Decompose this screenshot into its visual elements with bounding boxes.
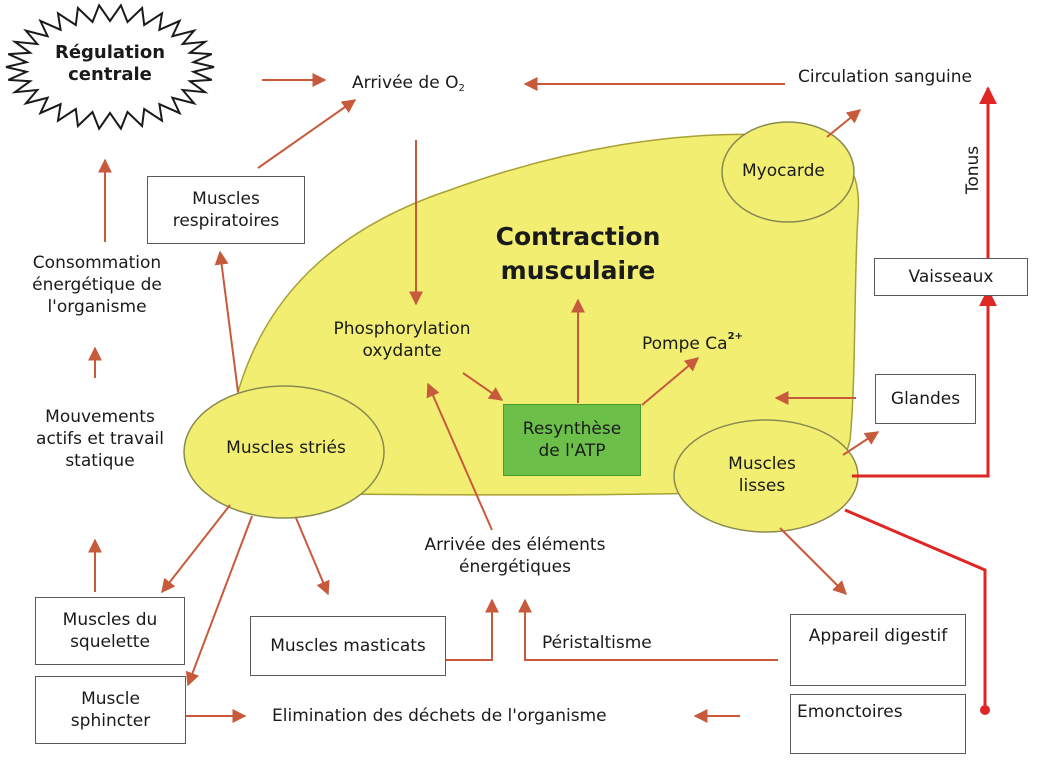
muscles-stries-ellipse bbox=[183, 385, 385, 519]
lisses-to-emonctoires bbox=[844, 508, 987, 708]
elimination-label: Elimination des déchets de l'organisme bbox=[272, 706, 607, 726]
pompe-ca-text: Pompe Ca bbox=[642, 334, 728, 354]
muscles-lisses-label: Muscles lisses bbox=[712, 453, 812, 497]
arrow-lisses-to-digestif bbox=[779, 527, 847, 595]
vaisseaux-text: Vaisseaux bbox=[908, 267, 994, 287]
resynthese-box: Resynthèse de l'ATP bbox=[503, 404, 641, 476]
glandes-box: Glandes bbox=[875, 374, 976, 424]
masticats-text: Muscles masticats bbox=[270, 636, 426, 656]
arrivee-o2-sub: 2 bbox=[458, 83, 465, 94]
glandes-text: Glandes bbox=[890, 389, 961, 409]
pompe-ca-label: Pompe Ca2+ bbox=[642, 326, 743, 355]
consommation-line3: l'organisme bbox=[47, 297, 147, 317]
arrow-resynthese-to-pompe bbox=[641, 357, 700, 406]
arrow-stries-to-sphincter bbox=[185, 515, 253, 687]
regulation-line2: centrale bbox=[68, 64, 152, 85]
arrow-elements-to-phospho bbox=[426, 382, 493, 531]
contraction-line1: Contraction bbox=[495, 222, 661, 251]
resynthese-line2: de l'ATP bbox=[538, 441, 606, 461]
pompe-ca-sup: 2+ bbox=[727, 331, 743, 342]
arrow-stries-to-masticats bbox=[295, 517, 330, 596]
consommation-line2: énergétique de bbox=[32, 275, 162, 295]
phospho-line2: oxydante bbox=[362, 341, 442, 361]
vaisseaux-box: Vaisseaux bbox=[874, 258, 1028, 296]
arrivee-o2-label: Arrivée de O2 bbox=[352, 72, 465, 100]
arrow-stries-to-squelette bbox=[161, 504, 231, 594]
arrow-myocarde-to-circulation bbox=[826, 109, 862, 138]
digestif-text: Appareil digestif bbox=[808, 626, 948, 646]
contraction-label: Contraction musculaire bbox=[478, 220, 678, 288]
sphincter-line1: Muscle bbox=[81, 689, 140, 709]
mouvements-line3: statique bbox=[65, 451, 135, 471]
arrow-respiratoires-to-o2 bbox=[257, 99, 357, 169]
arrow-lisses-to-glandes bbox=[842, 431, 880, 456]
muscles-squelette-box: Muscles du squelette bbox=[35, 597, 185, 665]
emonctoires-box: Emonctoires bbox=[790, 694, 966, 754]
emonctoires-dot bbox=[980, 705, 990, 715]
arrivee-elements-label: Arrivée des éléments énergétiques bbox=[400, 534, 630, 578]
lisses-line1: Muscles bbox=[728, 454, 796, 474]
mouvements-line2: actifs et travail bbox=[36, 429, 164, 449]
muscles-masticats-box: Muscles masticats bbox=[250, 616, 446, 676]
arrow-stries-to-respiratoires bbox=[214, 250, 239, 393]
arrivee-o2-text: Arrivée de O bbox=[352, 73, 459, 93]
respiratoires-line1: Muscles bbox=[192, 189, 260, 209]
consommation-label: Consommation énergétique de l'organisme bbox=[12, 252, 182, 318]
elements-line1: Arrivée des éléments bbox=[424, 535, 606, 555]
squelette-line2: squelette bbox=[70, 632, 150, 652]
appareil-digestif-box: Appareil digestif bbox=[790, 614, 966, 686]
squelette-line1: Muscles du bbox=[62, 610, 158, 630]
resynthese-line1: Resynthèse bbox=[522, 419, 622, 439]
contraction-line2: musculaire bbox=[500, 256, 656, 285]
lisses-line2: lisses bbox=[738, 476, 786, 496]
phosphorylation-label: Phosphorylation oxydante bbox=[316, 318, 488, 362]
mouvements-line1: Mouvements bbox=[45, 407, 155, 427]
regulation-label: Régulation centrale bbox=[50, 42, 170, 86]
phospho-line1: Phosphorylation bbox=[333, 319, 471, 339]
myocarde-label: Myocarde bbox=[742, 161, 825, 181]
arrow-phospho-to-resynthese bbox=[462, 372, 504, 401]
emonctoires-text: Emonctoires bbox=[797, 702, 903, 722]
tonus-label: Tonus bbox=[963, 145, 983, 195]
arrow-digestif-to-elements bbox=[518, 598, 778, 661]
muscles-stries-label: Muscles striés bbox=[226, 438, 346, 458]
sphincter-line2: sphincter bbox=[70, 711, 151, 731]
muscle-sphincter-box: Muscle sphincter bbox=[35, 676, 186, 744]
respiratoires-line2: respiratoires bbox=[172, 211, 280, 231]
mouvements-label: Mouvements actifs et travail statique bbox=[18, 406, 182, 472]
consommation-line1: Consommation bbox=[32, 253, 162, 273]
peristaltisme-label: Péristaltisme bbox=[542, 633, 652, 653]
myocarde-ellipse bbox=[721, 121, 855, 223]
muscles-respiratoires-box: Muscles respiratoires bbox=[147, 176, 305, 244]
regulation-line1: Régulation bbox=[54, 42, 166, 63]
contraction-blob bbox=[235, 133, 860, 496]
elements-line2: énergétiques bbox=[459, 557, 571, 577]
regulation-starburst bbox=[5, 3, 215, 131]
arrow-masticats-to-elements bbox=[446, 598, 499, 661]
circulation-label: Circulation sanguine bbox=[798, 67, 973, 87]
tonus-line bbox=[852, 288, 997, 478]
